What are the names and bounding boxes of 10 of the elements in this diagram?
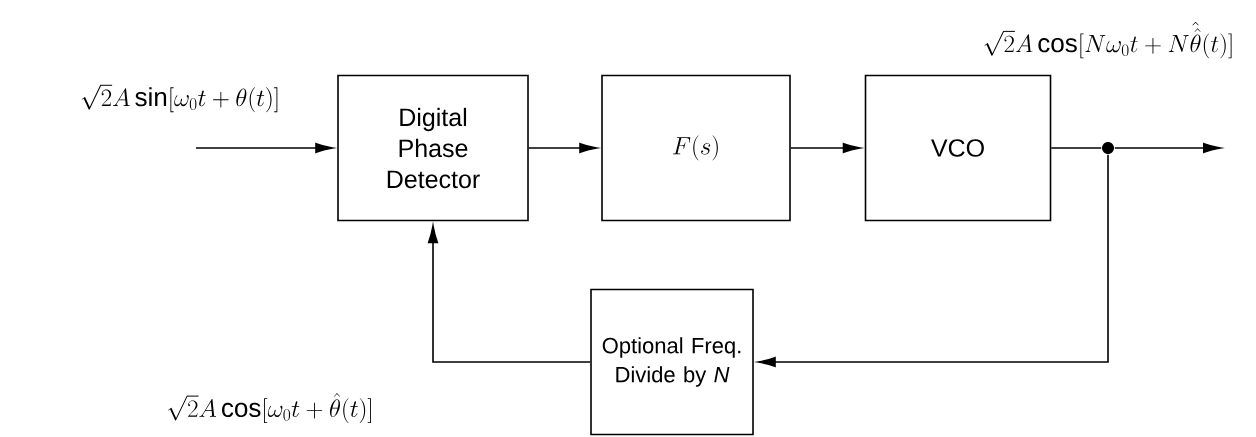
signal-formula: $\sqrt{2}A\cos[N\omega_0 t+N\hat{\hat{\theta}}(t)]$ xyxy=(984,21,1232,59)
arrow xyxy=(757,154,1109,368)
arrow xyxy=(195,142,334,154)
block-box: VCO xyxy=(864,74,1052,222)
transfer-function-box: $F(s)$ xyxy=(601,74,791,222)
arrow xyxy=(528,142,598,154)
signal-formula: $\sqrt{2}A\sin[\omega_0 t+\theta(t)]$ xyxy=(81,84,278,113)
signal-formula: $\sqrt{2}A\cos[\omega_0 t+\hat{\theta}(t)]$ xyxy=(168,393,371,424)
block-box: Optional Freq. Divide by N xyxy=(590,288,754,436)
block-box: Digital Phase Detector xyxy=(337,74,529,222)
